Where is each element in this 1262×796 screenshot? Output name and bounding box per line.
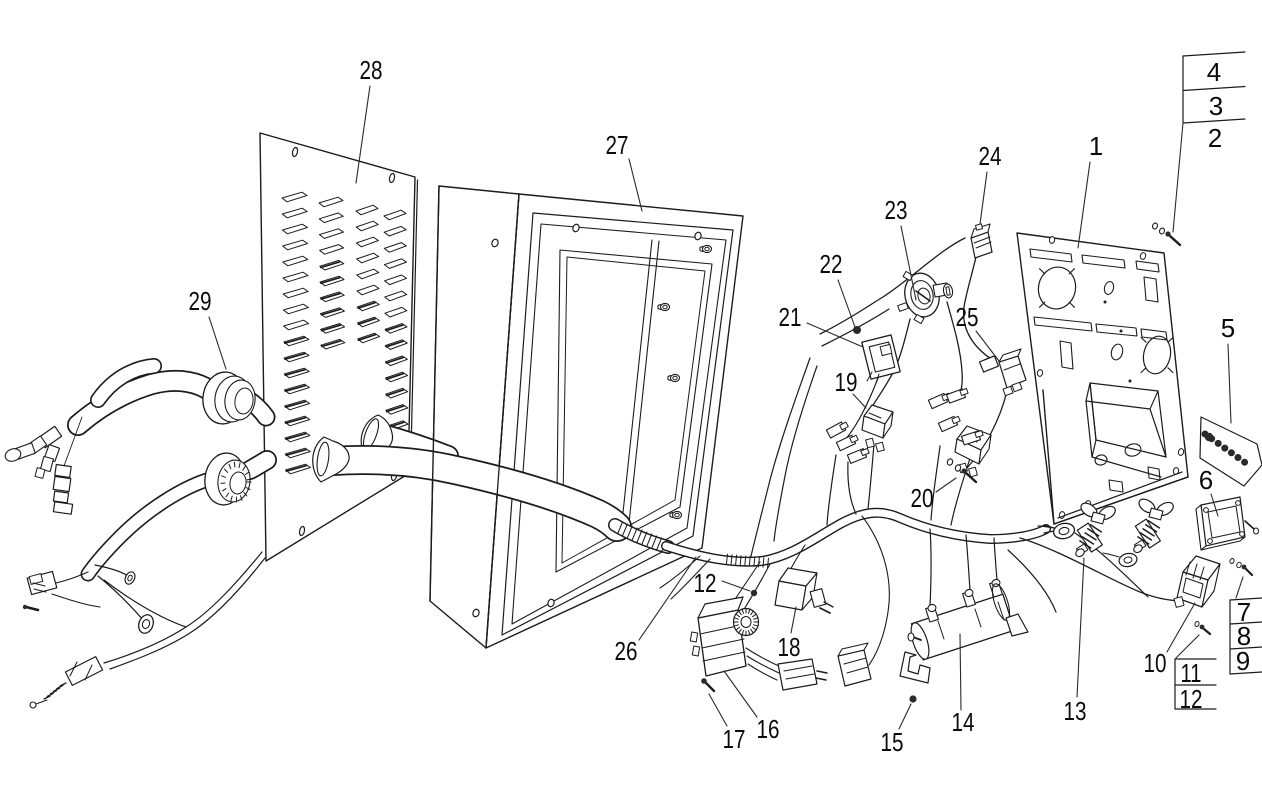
- svg-text:13: 13: [1064, 696, 1087, 726]
- svg-text:20: 20: [911, 483, 934, 513]
- svg-text:22: 22: [820, 249, 843, 279]
- svg-text:28: 28: [360, 55, 383, 85]
- svg-text:1: 1: [1089, 131, 1103, 161]
- svg-text:2: 2: [1208, 123, 1222, 153]
- svg-text:10: 10: [1144, 648, 1167, 678]
- svg-text:21: 21: [779, 302, 802, 332]
- svg-text:15: 15: [881, 727, 904, 757]
- svg-text:4: 4: [1207, 57, 1221, 87]
- svg-text:12: 12: [1180, 684, 1203, 714]
- svg-text:23: 23: [885, 195, 908, 225]
- svg-text:8: 8: [1237, 621, 1251, 651]
- svg-text:11: 11: [1181, 658, 1202, 688]
- svg-text:3: 3: [1209, 91, 1223, 121]
- svg-text:12: 12: [694, 568, 717, 598]
- svg-text:7: 7: [1237, 597, 1251, 627]
- svg-text:5: 5: [1221, 313, 1235, 343]
- svg-text:17: 17: [723, 724, 746, 754]
- svg-text:6: 6: [1199, 465, 1213, 495]
- svg-text:19: 19: [835, 367, 858, 397]
- svg-text:25: 25: [956, 302, 979, 332]
- svg-text:24: 24: [979, 141, 1002, 171]
- svg-text:9: 9: [1236, 646, 1250, 676]
- svg-text:14: 14: [952, 707, 975, 737]
- svg-text:18: 18: [778, 632, 801, 662]
- svg-text:27: 27: [606, 130, 629, 160]
- svg-text:16: 16: [757, 714, 780, 744]
- svg-text:29: 29: [189, 286, 212, 316]
- svg-text:26: 26: [615, 636, 638, 666]
